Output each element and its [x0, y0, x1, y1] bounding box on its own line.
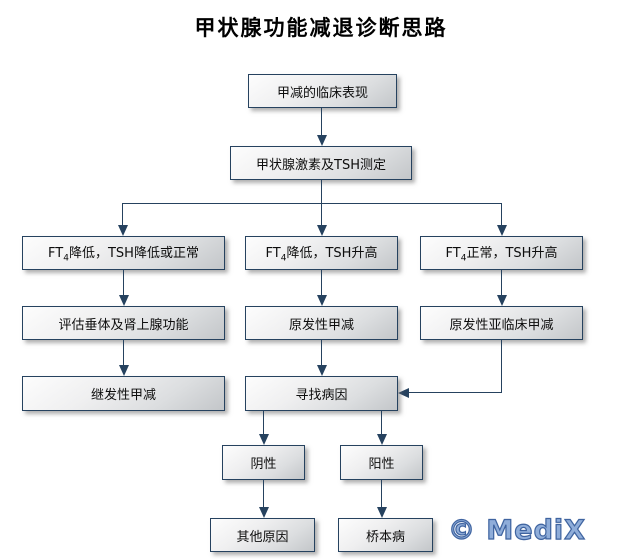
node-label: 桥本病	[365, 529, 405, 545]
node-label: 评估垂体及肾上腺功能	[58, 317, 189, 333]
connector-line	[321, 340, 322, 366]
node-label: FT4降低，TSH升高	[265, 246, 378, 264]
connector-line	[321, 203, 322, 225]
arrow-down-icon	[118, 225, 128, 236]
arrow-down-icon	[259, 507, 269, 518]
connector-line	[263, 411, 264, 435]
node-label: 原发性亚临床甲减	[449, 317, 554, 333]
connector-line	[122, 203, 123, 225]
connector-line	[501, 203, 502, 225]
node-find-cause: 寻找病因	[245, 376, 398, 411]
node-label: FT4正常，TSH升高	[445, 246, 558, 264]
node-label: 阳性	[368, 457, 395, 472]
arrow-down-icon	[377, 507, 387, 518]
node-positive: 阳性	[340, 445, 423, 480]
arrow-down-icon	[317, 225, 327, 236]
arrow-down-icon	[377, 434, 387, 445]
connector-line	[263, 480, 264, 507]
node-hashimoto-disease: 桥本病	[338, 518, 433, 552]
node-negative: 阴性	[222, 445, 305, 480]
node-label: 寻找病因	[295, 388, 348, 403]
connector-line	[381, 411, 382, 435]
node-ft4-normal-tsh-high: FT4正常，TSH升高	[420, 236, 583, 270]
node-label: 其他原因	[236, 529, 289, 545]
node-primary-hypothyroidism: 原发性甲减	[245, 306, 398, 340]
node-secondary-hypothyroidism: 继发性甲减	[22, 376, 225, 411]
arrow-down-icon	[317, 295, 327, 306]
node-hormone-tsh-measurement: 甲状腺激素及TSH测定	[230, 146, 412, 180]
arrow-down-icon	[497, 295, 507, 306]
arrow-down-icon	[317, 135, 327, 146]
node-label: 原发性甲减	[288, 317, 354, 333]
node-label: 甲状腺激素及TSH测定	[256, 157, 386, 173]
node-label: FT4降低，TSH降低或正常	[48, 246, 199, 264]
arrow-down-icon	[259, 434, 269, 445]
connector-line	[381, 480, 382, 507]
connector-line	[501, 340, 502, 393]
connector-line	[321, 270, 322, 296]
diagram-title: 甲状腺功能减退诊断思路	[194, 16, 448, 40]
arrow-down-icon	[497, 225, 507, 236]
connector-line	[123, 270, 124, 296]
node-label: 甲减的临床表现	[276, 85, 368, 101]
arrow-down-icon	[317, 365, 327, 376]
node-other-causes: 其他原因	[210, 518, 315, 552]
connector-line	[501, 270, 502, 296]
node-ft4-low-tsh-high: FT4降低，TSH升高	[245, 236, 398, 270]
node-ft4-low-tsh-low-or-normal: FT4降低，TSH降低或正常	[22, 236, 225, 270]
connector-line	[321, 108, 322, 136]
node-evaluate-pituitary-adrenal: 评估垂体及肾上腺功能	[22, 306, 225, 340]
arrow-down-icon	[119, 365, 129, 376]
node-subclinical-hypothyroidism: 原发性亚临床甲减	[420, 306, 583, 340]
connector-line	[321, 180, 322, 203]
medix-watermark: © MediX	[447, 514, 586, 546]
arrow-left-icon	[398, 388, 409, 398]
connector-line	[123, 340, 124, 366]
node-label: 继发性甲减	[90, 388, 156, 403]
arrow-down-icon	[119, 295, 129, 306]
connector-line	[409, 392, 502, 393]
node-clinical-manifestations: 甲减的临床表现	[248, 74, 397, 108]
connector-line	[122, 203, 502, 204]
node-label: 阴性	[250, 457, 277, 472]
